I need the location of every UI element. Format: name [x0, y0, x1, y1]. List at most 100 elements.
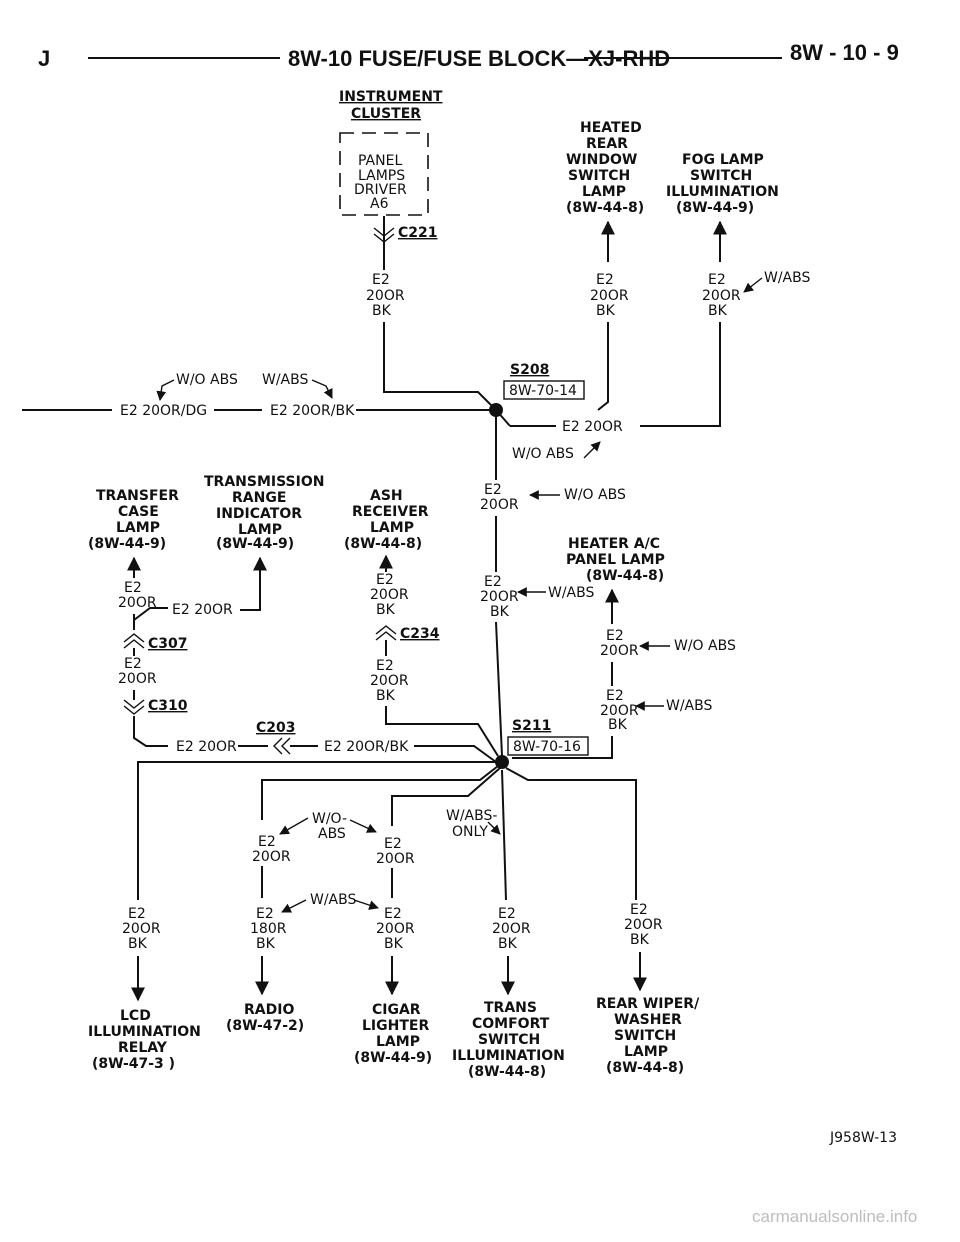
rear-wiper-line-4: LAMP [624, 1044, 668, 1060]
wire-cluster-to-s208 [383, 322, 497, 411]
wire-branch-lcd [137, 761, 496, 900]
heater-circuit-1: E2 [606, 628, 624, 644]
wire-feed-bk-label: E2 20OR/BK [270, 403, 355, 419]
heated-wire-gauge: 20OR [590, 288, 629, 304]
radio-cigar-w-abs-left [281, 899, 307, 913]
heater-wo-abs-label: W/O ABS [674, 638, 736, 654]
c203-left-label: E2 20OR [176, 739, 237, 755]
trans-comfort-circuit: E2 [498, 906, 516, 922]
trans-comfort-line-1: TRANS [484, 1000, 537, 1016]
heated-rear-line-2: REAR [586, 136, 628, 152]
ash-circuit-2: E2 [376, 658, 394, 674]
cluster-title-1: INSTRUMENT [339, 89, 443, 105]
lcd-gauge: 20OR [122, 921, 161, 937]
fog-lamp-line-4: (8W-44-9) [676, 200, 754, 216]
cluster-box-line-4: A6 [370, 196, 389, 212]
cigar-line-4: (8W-44-9) [354, 1050, 432, 1066]
wire-trans-range-join [133, 607, 168, 621]
fog-lamp-line-2: SWITCH [690, 168, 752, 184]
heater-w-abs-label: W/ABS [666, 698, 712, 714]
cigar-gauge-1: 20OR [376, 851, 415, 867]
heated-wire-color: BK [596, 303, 616, 319]
connector-c203-icon [273, 737, 291, 755]
radio-circuit-1: E2 [258, 834, 276, 850]
splice-s211-dot [495, 755, 509, 769]
wire-branch-radio [261, 765, 499, 820]
trans-comfort-line-4: ILLUMINATION [452, 1048, 565, 1064]
ash-gauge-1: 20OR [370, 587, 409, 603]
heater-circuit-2: E2 [606, 688, 624, 704]
wire-label-color: BK [372, 303, 392, 319]
lcd-line-2: ILLUMINATION [88, 1024, 201, 1040]
heated-rear-line-5: LAMP [582, 184, 626, 200]
rear-wiper-circuit: E2 [630, 902, 648, 918]
wire-trunk-lower [495, 621, 503, 757]
wire-fog-to-s208 [640, 322, 721, 427]
trans-comfort-line-5: (8W-44-8) [468, 1064, 546, 1080]
c203-right-label: E2 20OR/BK [324, 739, 409, 755]
lcd-line-3: RELAY [118, 1040, 168, 1056]
trans-comfort-line-3: SWITCH [478, 1032, 540, 1048]
connector-c234-icon [375, 625, 397, 641]
cluster-title-2: CLUSTER [351, 106, 421, 122]
heater-ac-line-2: PANEL LAMP [566, 552, 665, 568]
wire-fog-label: E2 20OR [562, 419, 623, 435]
transmission-line-5: (8W-44-9) [216, 536, 294, 552]
transfer-case-line-4: (8W-44-9) [88, 536, 166, 552]
radio-color-2: BK [256, 936, 276, 952]
fog-wo-abs-pointer [583, 441, 601, 459]
heater-color-2: BK [608, 717, 628, 733]
wire-label-gauge: 20OR [366, 288, 405, 304]
branch-wo-label: W/O- [312, 811, 347, 827]
connector-c307-icon [123, 633, 145, 649]
wire-branch-rear-wiper [505, 767, 637, 900]
ash-gauge-2: 20OR [370, 673, 409, 689]
feed-wo-abs-pointer [156, 379, 175, 401]
splice-s211-ref-box [507, 736, 589, 756]
branch-w-abs-only-1: W/ABS- [446, 808, 497, 824]
cluster-box-line-3: DRIVER [354, 182, 407, 198]
splice-s208-ref-box [503, 380, 585, 400]
heated-rear-line-6: (8W-44-8) [566, 200, 644, 216]
feed-wo-abs-label: W/O ABS [176, 372, 238, 388]
transfer-case-line-1: TRANSFER [96, 488, 179, 504]
radio-line-2: (8W-47-2) [226, 1018, 304, 1034]
page-number: 8W - 10 - 9 [790, 40, 899, 65]
fog-lamp-line-1: FOG LAMP [682, 152, 764, 168]
transfer-gauge-2: 20OR [118, 671, 157, 687]
splice-s211-ref: 8W-70-16 [513, 739, 581, 755]
transfer-circuit-2: E2 [124, 656, 142, 672]
radio-circuit-2: E2 [256, 906, 274, 922]
rear-wiper-line-1: REAR WIPER/ [596, 996, 700, 1012]
trunk-circuit-1: E2 [484, 482, 502, 498]
branch-abs-label: ABS [318, 826, 346, 842]
transfer-case-line-3: LAMP [116, 520, 160, 536]
cluster-dashed-box [339, 132, 429, 216]
connector-c310-icon [123, 699, 145, 715]
rear-wiper-line-5: (8W-44-8) [606, 1060, 684, 1076]
lcd-circuit: E2 [128, 906, 146, 922]
radio-line-1: RADIO [244, 1002, 294, 1018]
rear-wiper-gauge: 20OR [624, 917, 663, 933]
connector-c203-label: C203 [256, 720, 296, 736]
connector-c310-label: C310 [148, 698, 188, 714]
wire-heater-to-s211 [512, 736, 613, 759]
transmission-line-2: RANGE [232, 490, 286, 506]
rear-wiper-color: BK [630, 932, 650, 948]
wire-c203-to-s211 [414, 745, 497, 763]
trunk-wo-abs-label: W/O ABS [564, 487, 626, 503]
wire-branch-cigar [391, 767, 501, 826]
cluster-box-line-2: LAMPS [358, 168, 405, 184]
heated-wire-circuit: E2 [596, 272, 614, 288]
fog-wire-circuit: E2 [708, 272, 726, 288]
lcd-line-1: LCD [120, 1008, 151, 1024]
wire-ash-to-s211 [385, 706, 499, 757]
feed-w-abs-label: W/ABS [262, 372, 308, 388]
ash-receiver-line-2: RECEIVER [352, 504, 429, 520]
heater-ac-line-1: HEATER A/C [568, 536, 660, 552]
trans-comfort-line-2: COMFORT [472, 1016, 550, 1032]
wire-transfer-to-c203 [133, 716, 168, 747]
heated-rear-line-1: HEATED [580, 120, 642, 136]
fog-wire-gauge: 20OR [702, 288, 741, 304]
cluster-box-line-1: PANEL [358, 153, 402, 169]
